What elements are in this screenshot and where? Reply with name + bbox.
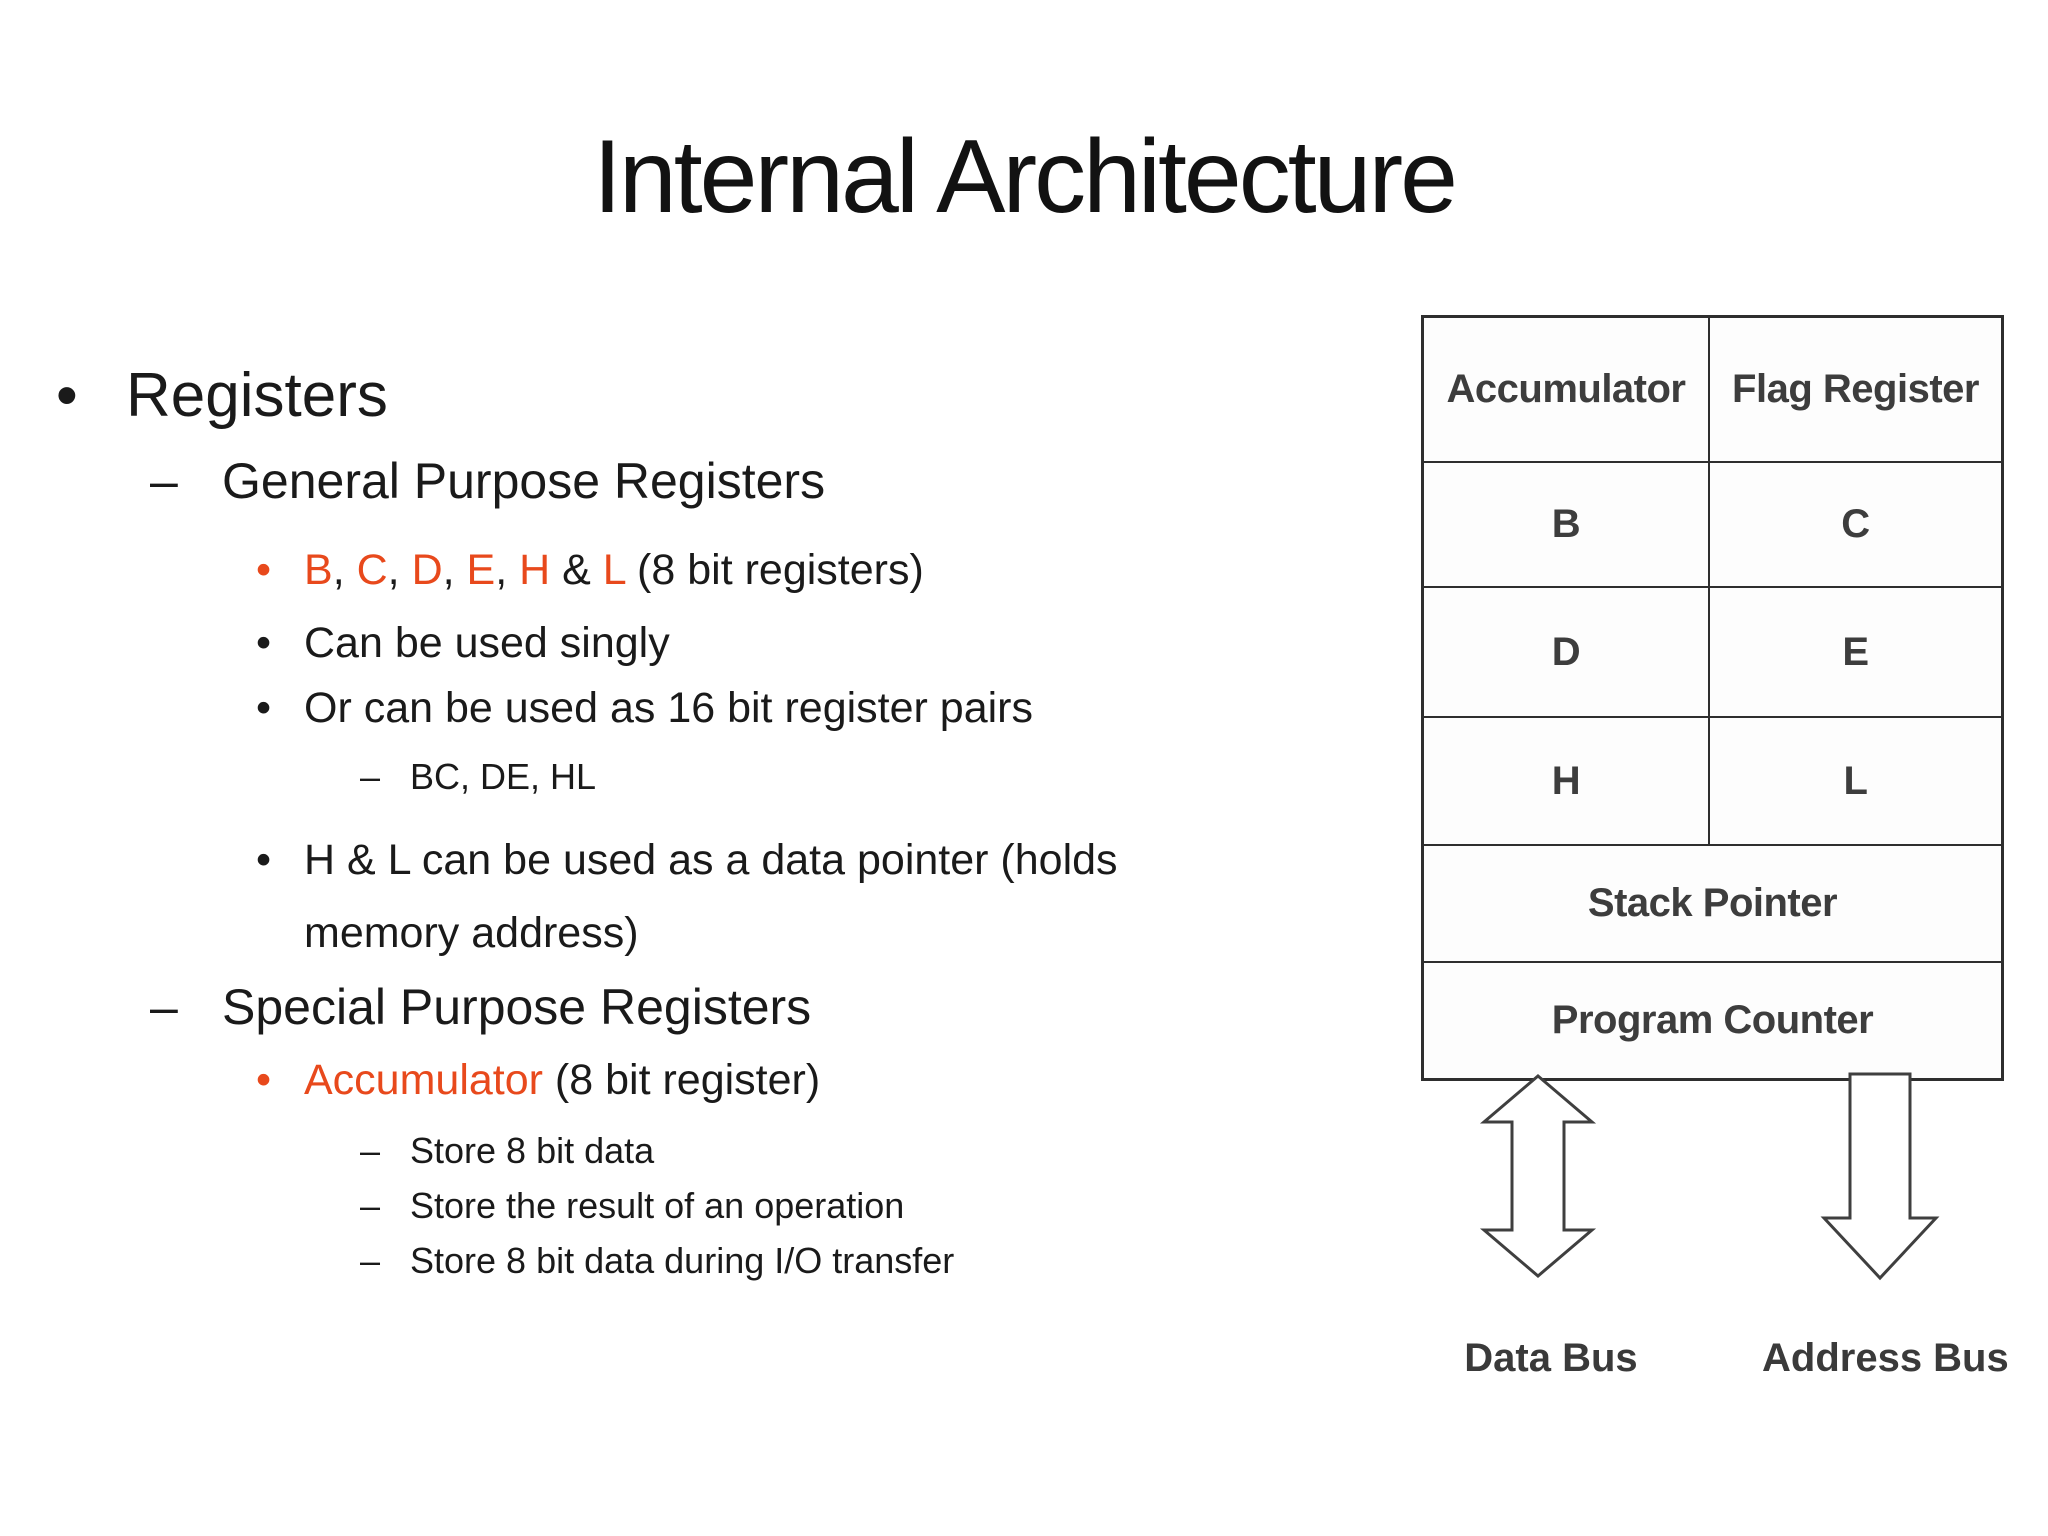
data-bus-arrow-icon bbox=[1479, 1074, 1597, 1278]
sep: , bbox=[387, 546, 412, 594]
cell-program-counter: Program Counter bbox=[1551, 998, 1874, 1042]
table-row: D E bbox=[1424, 588, 2001, 718]
table-row: H L bbox=[1424, 718, 2001, 846]
general-purpose-label: General Purpose Registers bbox=[222, 453, 826, 509]
pointer-text-line1: H & L can be used as a data pointer (hol… bbox=[304, 836, 1118, 884]
slide-title: Internal Architecture bbox=[593, 119, 1458, 235]
sep: , bbox=[495, 546, 520, 594]
cell-stack-pointer: Stack Pointer bbox=[1587, 881, 1838, 925]
item-can-be-used-singly: • Can be used singly bbox=[256, 619, 670, 668]
accumulator-word: Accumulator bbox=[304, 1056, 543, 1104]
reg-e: E bbox=[466, 546, 496, 594]
label-address-bus: Address Bus bbox=[1762, 1336, 2009, 1380]
item-pair-names: – BC, DE, HL bbox=[360, 756, 596, 798]
bullet-icon: • bbox=[256, 546, 272, 594]
dash-icon: – bbox=[360, 1130, 381, 1171]
cell-h: H bbox=[1424, 718, 1710, 844]
dash-icon: – bbox=[360, 1185, 381, 1226]
reg-h: H bbox=[519, 546, 551, 594]
item-general-purpose-registers: – General Purpose Registers bbox=[150, 452, 825, 510]
cell-b: B bbox=[1424, 463, 1710, 586]
label-data-bus: Data Bus bbox=[1464, 1336, 1638, 1380]
reg-d: D bbox=[411, 546, 443, 594]
bullet-icon: • bbox=[256, 619, 272, 667]
item-accumulator: • Accumulator (8 bit register) bbox=[256, 1056, 820, 1105]
cell-e: E bbox=[1842, 629, 1869, 674]
store2-text: Store the result of an operation bbox=[410, 1185, 905, 1226]
dash-icon: – bbox=[360, 756, 381, 797]
bus-arrows bbox=[1479, 1072, 1940, 1281]
dash-icon: – bbox=[150, 453, 178, 509]
reg-c: C bbox=[356, 546, 388, 594]
bullet-icon: • bbox=[256, 1056, 272, 1104]
cell-l: L bbox=[1843, 758, 1868, 803]
address-bus-arrow-icon bbox=[1820, 1072, 1940, 1281]
reg-l: L bbox=[602, 546, 626, 594]
sep: , bbox=[442, 546, 467, 594]
cell-d: D bbox=[1424, 588, 1710, 716]
sep: , bbox=[332, 546, 357, 594]
item-store-8bit: – Store 8 bit data bbox=[360, 1130, 654, 1172]
dash-icon: – bbox=[150, 979, 178, 1035]
singly-text: Can be used singly bbox=[304, 619, 670, 667]
item-store-io: – Store 8 bit data during I/O transfer bbox=[360, 1240, 954, 1282]
pairs-text: Or can be used as 16 bit register pairs bbox=[304, 684, 1033, 732]
cell-c: C bbox=[1841, 502, 1870, 546]
table-row: B C bbox=[1424, 463, 2001, 588]
store3-text: Store 8 bit data during I/O transfer bbox=[410, 1240, 955, 1281]
sep: & bbox=[550, 546, 603, 594]
table-row: Program Counter bbox=[1424, 963, 2001, 1078]
table-row: Accumulator Flag Register bbox=[1424, 318, 2001, 463]
reg-suffix: (8 bit registers) bbox=[625, 546, 924, 594]
cell-accumulator: Accumulator bbox=[1424, 318, 1710, 461]
accumulator-text: Accumulator (8 bit register) bbox=[304, 1056, 820, 1105]
accumulator-suffix: (8 bit register) bbox=[542, 1056, 821, 1104]
store1-text: Store 8 bit data bbox=[410, 1130, 655, 1171]
item-store-result: – Store the result of an operation bbox=[360, 1185, 904, 1227]
registers-label: Registers bbox=[126, 361, 388, 430]
bullet-registers: • Registers bbox=[56, 360, 388, 431]
reg-b: B bbox=[304, 546, 333, 594]
dash-icon: – bbox=[360, 1240, 381, 1281]
bullet-icon: • bbox=[256, 836, 272, 884]
item-hl-data-pointer: • H & L can be used as a data pointer (h… bbox=[256, 836, 1118, 885]
register-table: Accumulator Flag Register B C D E H L St… bbox=[1421, 315, 2004, 1081]
table-row: Stack Pointer bbox=[1424, 846, 2001, 963]
pair-names-text: BC, DE, HL bbox=[410, 756, 597, 797]
pointer-text-line2: memory address) bbox=[304, 909, 639, 957]
item-16bit-pairs: • Or can be used as 16 bit register pair… bbox=[256, 684, 1033, 733]
bullet-icon: • bbox=[56, 361, 78, 430]
cell-flag-register: Flag Register bbox=[1732, 367, 1979, 411]
item-special-purpose-registers: – Special Purpose Registers bbox=[150, 978, 811, 1036]
item-hl-data-pointer-line2: memory address) bbox=[304, 909, 639, 958]
register-names-text: B, C, D, E, H & L (8 bit registers) bbox=[304, 546, 924, 595]
special-purpose-label: Special Purpose Registers bbox=[222, 979, 812, 1035]
bullet-icon: • bbox=[256, 684, 272, 732]
item-register-names: • B, C, D, E, H & L (8 bit registers) bbox=[256, 546, 924, 595]
